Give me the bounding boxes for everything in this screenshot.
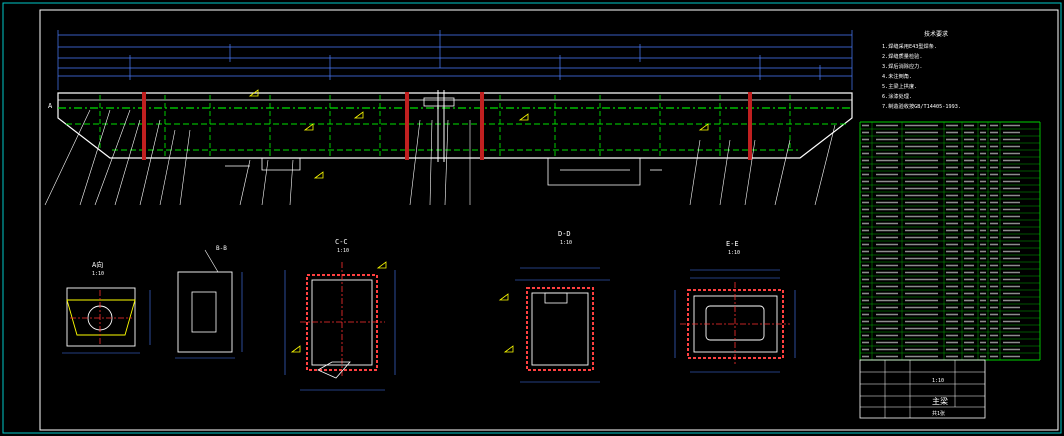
part-leaders	[44, 109, 836, 206]
view-e-scale: 1:10	[728, 250, 740, 256]
view-e-label: E-E	[726, 240, 739, 248]
parts-list-table	[859, 121, 1041, 361]
view-e: E-E 1:10	[674, 240, 796, 373]
view-d-scale: 1:10	[560, 240, 572, 246]
note-item: 2.焊缝质量检验.	[882, 52, 923, 60]
view-c: C-C 1:10	[284, 238, 396, 391]
note-item: 5.主梁上拱度.	[882, 82, 917, 90]
view-b: B-B	[175, 245, 243, 359]
title-sheet: 共1张	[932, 410, 945, 417]
view-a-scale: 1:10	[92, 271, 104, 277]
view-d: D-D 1:10	[498, 230, 610, 383]
view-c-scale: 1:10	[337, 248, 349, 254]
view-a-label: A向	[92, 260, 103, 269]
note-item: 1.焊缝采用E43型焊条.	[882, 42, 937, 50]
view-d-label: D-D	[558, 230, 571, 238]
title-block: 主梁 1:10 共1张	[859, 359, 986, 419]
technical-notes: 技术要求 1.焊缝采用E43型焊条. 2.焊缝质量检验. 3.焊后消除应力. 4…	[882, 30, 961, 110]
drawing-title: 主梁	[932, 396, 948, 406]
a-view-marker: A	[48, 102, 53, 110]
notes-title: 技术要求	[924, 30, 948, 38]
note-item: 3.焊后消除应力.	[882, 62, 923, 70]
view-a: A向 1:10	[62, 260, 151, 354]
title-scale: 1:10	[932, 378, 944, 384]
girder-elevation: A	[48, 89, 853, 186]
note-item: 7.制造验收按GB/T14405-1993.	[882, 102, 961, 110]
note-item: 4.未注倒角.	[882, 72, 912, 80]
top-dimension-chain	[57, 30, 853, 90]
view-c-label: C-C	[335, 238, 348, 246]
note-item: 6.涂漆处理.	[882, 92, 912, 100]
view-b-label: B-B	[216, 245, 227, 252]
